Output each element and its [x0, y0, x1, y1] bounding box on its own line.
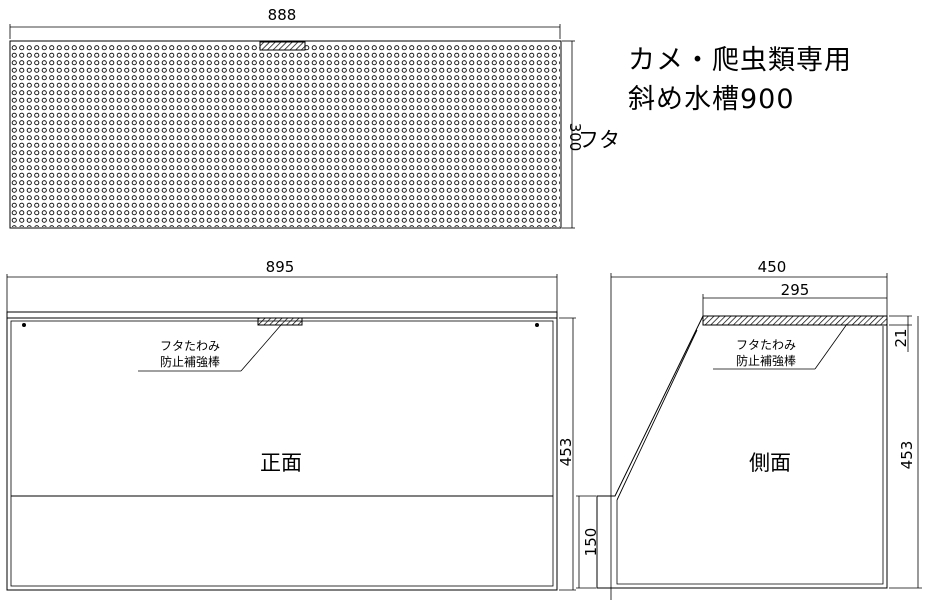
side-body-inner: [616, 326, 884, 585]
front-rivet-left: [22, 323, 26, 327]
front-lid-lip: [6, 311, 558, 319]
lid-view: 888 300 フタ: [9, 6, 620, 229]
side-slant-inner: [616, 329, 698, 501]
side-top-dimension: 295: [781, 281, 810, 299]
front-brace-note-line1: フタたわみ: [160, 339, 220, 353]
side-brace: [702, 315, 888, 326]
front-brace: [257, 317, 303, 326]
lid-outline: [9, 40, 562, 229]
lid-perforation-area: [11, 44, 560, 227]
title-line2: 斜め水槽900: [628, 84, 795, 115]
front-view-label: 正面: [260, 451, 302, 475]
front-view: 895 フタたわみ 防止補強棒 正面 453: [6, 258, 576, 591]
side-view: 450 295 フタたわみ 防止補強棒 側面 21 453 150: [576, 258, 922, 600]
lid-label: フタ: [578, 128, 620, 152]
front-width-dimension: 895: [266, 258, 295, 276]
lid-depth-dimension: 300: [566, 123, 584, 152]
side-brace-note-line1: フタたわみ: [736, 338, 796, 352]
side-brace-note-line2: 防止補強棒: [736, 353, 796, 368]
front-lower-dimension: 150: [582, 528, 600, 557]
title-block: カメ・爬虫類専用 斜め水槽900: [628, 45, 852, 115]
side-brace-dimension: 21: [892, 328, 910, 347]
front-rivet-right: [535, 323, 539, 327]
side-view-label: 側面: [749, 451, 791, 475]
side-height-dimension: 453: [898, 441, 916, 470]
side-width-dimension: 450: [758, 258, 787, 276]
front-height-dimension: 453: [557, 438, 575, 467]
title-line1: カメ・爬虫類専用: [628, 45, 852, 76]
lid-width-dimension: 888: [268, 6, 297, 24]
front-brace-note-line2: 防止補強棒: [160, 354, 220, 369]
